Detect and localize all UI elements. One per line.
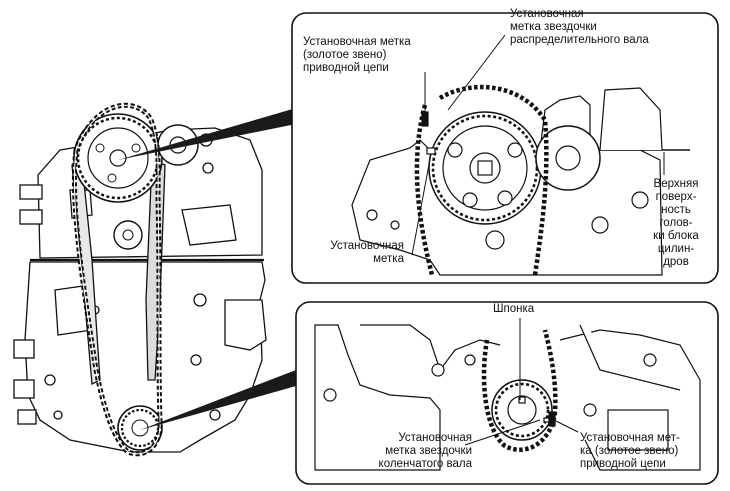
label-timing-mark: Установочная метка [330, 240, 404, 265]
callout-wedges [118, 108, 296, 430]
label-crank-sprocket-mark: Установочная метка звездочки коленчатого… [378, 432, 472, 470]
top-inset-drawing [351, 84, 690, 276]
idler-hub [113, 220, 143, 250]
timing-chain [71, 102, 163, 457]
label-chain-gold-link-bottom: Установочная мет- ка (золотое звено) при… [580, 432, 680, 470]
label-chain-gold-link-top: Установочная метка (золотое звено) приво… [303, 36, 411, 74]
label-cylinder-head-top: Верхняя поверх- ность голов- ки блока ци… [653, 178, 699, 268]
label-key: Шпонка [493, 303, 535, 315]
camshaft-sprocket [73, 113, 163, 203]
top-inset-leaders [411, 34, 665, 256]
bottom-inset-leaders [464, 318, 579, 446]
bottom-inset-drawing [314, 324, 701, 471]
label-camshaft-sprocket-mark: Установочная метка звездочки распределит… [510, 8, 649, 46]
engine-block [13, 127, 267, 453]
